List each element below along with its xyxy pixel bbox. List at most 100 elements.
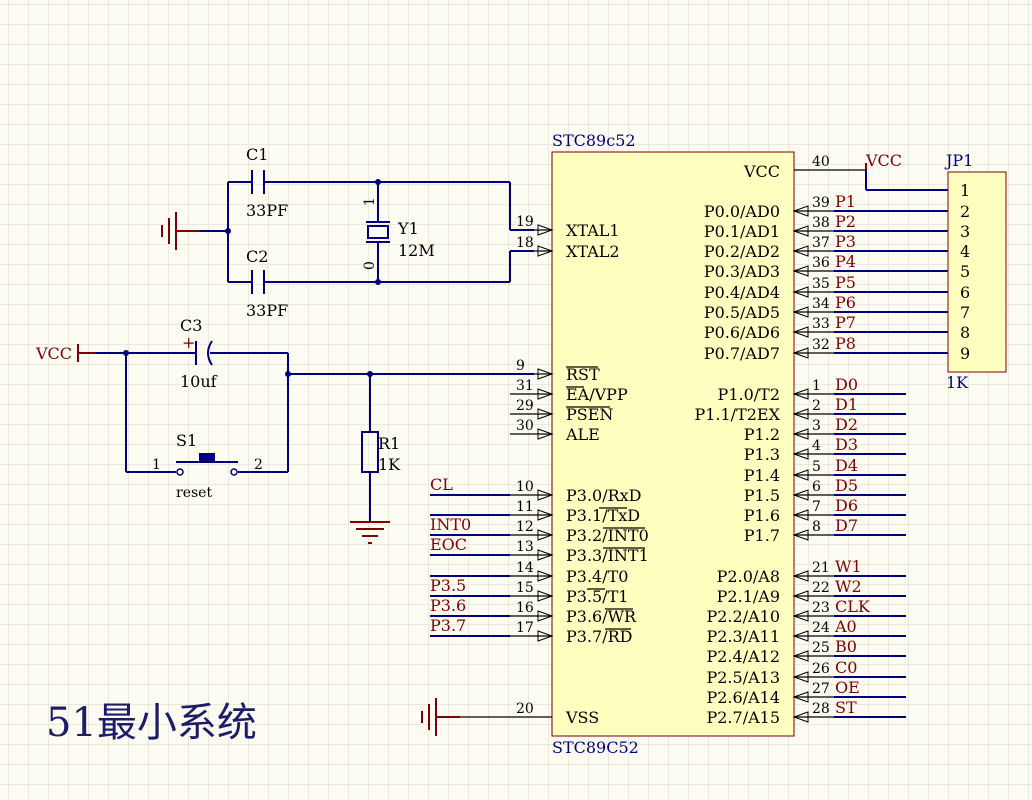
net-label: INT0	[430, 515, 471, 534]
mcu-pin-name: XTAL2	[566, 242, 620, 261]
mcu-pin-number: 36	[812, 255, 830, 271]
pin-arrow	[537, 388, 554, 400]
net-label: EOC	[430, 535, 467, 554]
c3-value: 10uf	[180, 372, 218, 391]
mcu-pin-name: P3.5/T1	[566, 587, 628, 606]
mcu-pin-6[interactable]: 6P1.5D5	[744, 476, 906, 505]
pin-arrow	[792, 590, 809, 602]
y1-pin-bottom: 0	[362, 261, 378, 270]
header-pin-5: 5	[960, 262, 970, 281]
mcu-pin-12[interactable]: 12 P3.2/INT0 INT0	[430, 515, 649, 545]
mcu-pin-8[interactable]: 8P1.7D7	[744, 516, 906, 545]
r1-value: 1K	[378, 455, 401, 474]
pin-arrow	[792, 225, 809, 237]
mcu-pin-number: 10	[516, 479, 534, 495]
mcu-pin-number: 19	[516, 214, 534, 230]
mcu-pin-name: P1.4	[744, 466, 780, 485]
header-pin-7: 7	[960, 303, 970, 322]
mcu-pin-7[interactable]: 7P1.6D6	[744, 496, 906, 525]
pin-arrow	[792, 347, 809, 359]
pin-arrow	[537, 549, 554, 561]
mcu-pin-11[interactable]: 11 P3.1/TxD	[430, 499, 640, 525]
mcu-pin-name: P0.4/AD4	[704, 283, 780, 302]
mcu-pin-number: 11	[516, 499, 534, 515]
y1-value: 12M	[398, 241, 435, 260]
mcu-pin-number: 5	[812, 459, 821, 475]
mcu-body[interactable]	[551, 151, 795, 737]
mcu-pin-name: P3.1/TxD	[566, 506, 640, 525]
mcu-pin-4[interactable]: 4P1.3D3	[744, 435, 906, 464]
header-body[interactable]	[947, 171, 1007, 373]
mcu-pin-5[interactable]: 5P1.4D4	[744, 456, 906, 485]
mcu-pin-3[interactable]: 3P1.2D2	[744, 415, 906, 444]
mcu-vcc-label: VCC	[743, 162, 780, 181]
crystal-y1[interactable]	[366, 182, 390, 282]
vcc-net-label-right: VCC	[865, 151, 902, 170]
mcu-pin-name: P3.6/WR	[566, 607, 637, 626]
mcu-pin-name: P2.5/A13	[706, 668, 780, 687]
capacitor-c3[interactable]	[195, 340, 213, 366]
mcu-pin-number: 37	[812, 235, 830, 251]
reset-circuit: VCC + C3 10uf S1 reset 1 2	[35, 316, 534, 544]
switch-s1[interactable]	[176, 453, 238, 476]
capacitor-c2[interactable]	[251, 270, 265, 294]
pin-arrow	[792, 245, 809, 257]
pin-arrow	[537, 610, 554, 622]
mcu-pin-name: P2.0/A8	[717, 567, 780, 586]
mcu-pin-number: 12	[516, 519, 534, 535]
c3-plus: +	[182, 333, 195, 352]
mcu-pin-name: P2.4/A12	[706, 647, 780, 666]
r1-ref: R1	[378, 434, 400, 453]
capacitor-c1[interactable]	[251, 170, 265, 194]
net-label: CLK	[835, 597, 871, 616]
c3-ref: C3	[180, 316, 202, 335]
resistor-r1[interactable]	[361, 374, 379, 522]
mcu-pin-name: P3.2/INT0	[566, 526, 649, 545]
mcu-pin-number: 24	[812, 620, 830, 636]
mcu-pin-name: P0.0/AD0	[704, 202, 780, 221]
crystal-circuit: C1 33PF C2 33PF Y1 12M 1 0	[161, 145, 534, 320]
pin-arrow	[792, 630, 809, 642]
mcu-pin-19[interactable]: 19 XTAL1	[510, 214, 620, 240]
mcu-pin-name: P3.3/INT1	[566, 546, 649, 565]
pin-arrow	[792, 388, 809, 400]
mcu-pin-name: P2.2/A10	[706, 607, 780, 626]
pin-arrow	[792, 711, 809, 723]
mcu-pin-name: P1.7	[744, 526, 780, 545]
mcu-pin-name: XTAL1	[566, 221, 620, 240]
mcu-pin-name: P1.1/T2EX	[694, 405, 780, 424]
pin-arrow	[537, 368, 554, 380]
y1-ref: Y1	[397, 219, 419, 238]
c1-value: 33PF	[246, 201, 288, 220]
pin-arrow	[537, 529, 554, 541]
net-label: P3.7	[430, 616, 466, 635]
